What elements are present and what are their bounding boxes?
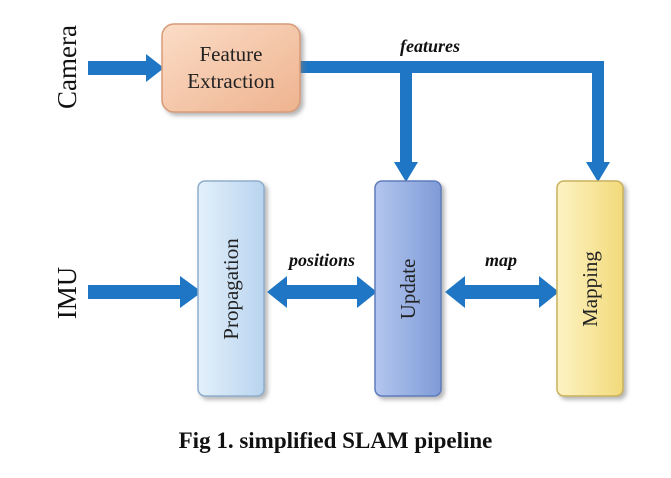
map-label: map bbox=[485, 250, 517, 270]
propagation-label: Propagation bbox=[219, 238, 243, 340]
camera-label: Camera bbox=[52, 25, 82, 109]
mapping-label: Mapping bbox=[578, 251, 602, 327]
features-bus-arrow bbox=[300, 61, 610, 182]
positions-double-arrow bbox=[267, 276, 377, 308]
positions-label: positions bbox=[287, 250, 355, 270]
feature-extraction-line2: Extraction bbox=[187, 69, 275, 93]
camera-to-feature-arrow bbox=[88, 54, 164, 82]
update-label: Update bbox=[396, 259, 420, 320]
propagation-block: Propagation bbox=[197, 180, 265, 397]
features-label: features bbox=[400, 36, 460, 56]
slam-pipeline-diagram: Camera IMU features positions map Featur… bbox=[52, 23, 624, 397]
feature-extraction-line1: Feature bbox=[200, 42, 263, 66]
map-double-arrow bbox=[445, 276, 559, 308]
mapping-block: Mapping bbox=[556, 180, 624, 397]
imu-label: IMU bbox=[52, 267, 82, 320]
feature-extraction-block: Feature Extraction bbox=[161, 23, 301, 113]
figure-caption: Fig 1. simplified SLAM pipeline bbox=[178, 428, 493, 453]
imu-to-propagation-arrow bbox=[88, 276, 202, 308]
update-block: Update bbox=[374, 180, 442, 397]
